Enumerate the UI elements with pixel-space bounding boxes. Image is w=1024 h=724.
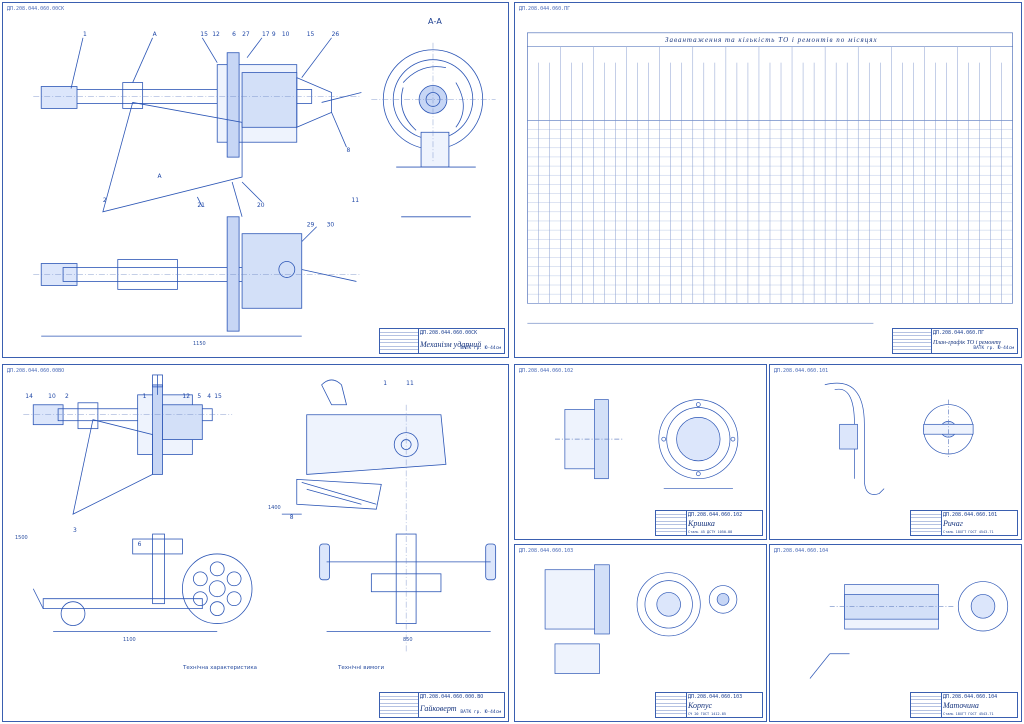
material-label: СЧ 20 ГОСТ 1412-85	[688, 712, 726, 716]
material-label: Сталь 18ХГТ ГОСТ 4543-71	[943, 712, 994, 716]
svg-text:15: 15	[214, 393, 222, 400]
sheet-corner-code: ДП.208.044.060.102	[519, 368, 574, 374]
svg-text:8: 8	[346, 147, 350, 154]
svg-text:1: 1	[83, 31, 87, 38]
svg-text:9: 9	[272, 31, 276, 38]
length-dimension: 1150	[193, 341, 206, 347]
sheet-corner-code: ДП.208.044.060.103	[519, 548, 574, 554]
sheet-corner-code: ДП.208.044.060.104	[774, 548, 829, 554]
svg-text:А: А	[153, 31, 158, 38]
title-block: ДП.208.044.060.103 Корпус СЧ 20 ГОСТ 141…	[655, 692, 763, 718]
svg-text:27: 27	[242, 31, 250, 38]
part-drawing-housing	[544, 564, 738, 674]
svg-text:А: А	[158, 173, 163, 180]
title-block: ДП.208.044.060.104 Маточина Сталь 18ХГТ …	[910, 692, 1018, 718]
svg-text:30: 30	[327, 222, 335, 229]
sheet-hub: ДП.208.044.060.104 ДП.208.044.060.104 Ма…	[769, 544, 1022, 722]
svg-text:5: 5	[197, 393, 201, 400]
svg-text:2: 2	[103, 197, 107, 204]
svg-text:15: 15	[307, 31, 315, 38]
svg-text:10: 10	[48, 393, 56, 400]
sheet-corner-code: ДП.208.044.060.00ВО	[7, 368, 65, 374]
svg-text:3: 3	[73, 527, 77, 534]
svg-text:12: 12	[212, 31, 220, 38]
overall-dimension: 1400	[268, 505, 281, 511]
drawing-name: Ричаг	[943, 519, 963, 528]
drawing-code: ДП.208.044.060.000.ВО	[420, 694, 484, 700]
drawing-name: Кришка	[688, 519, 715, 528]
svg-text:12: 12	[182, 393, 190, 400]
table-title: Завантаження та кількість ТО і ремонтів …	[665, 36, 878, 44]
height-dimension: 1500	[15, 535, 28, 541]
svg-text:29: 29	[307, 222, 315, 229]
title-block: ДП.208.044.060.00СК Механізм ударний ВАТ…	[379, 328, 505, 354]
svg-text:20: 20	[257, 202, 265, 209]
material-label: Сталь 45 ДСТУ 1050-88	[688, 530, 733, 534]
group-label: ВАТК гр. Ю-44см	[460, 710, 501, 715]
material-label: Сталь 18ХГТ ГОСТ 4543-71	[943, 530, 994, 534]
sheet-corner-code: ДП.208.044.060.ПГ	[519, 6, 571, 12]
drawing-code: ДП.208.044.060.00СК	[420, 330, 478, 336]
sheet-lever: ДП.208.044.060.101 ДП.208.044.060.101 Ри…	[769, 364, 1022, 540]
tech-requirements-title: Технічні вимоги	[338, 665, 385, 671]
svg-text:6: 6	[232, 31, 236, 38]
part-drawing-hub	[809, 581, 1009, 679]
section-label: А-А	[428, 17, 442, 26]
svg-text:10: 10	[282, 31, 290, 38]
title-block: ДП.208.044.060.000.ВО Гайковерт ВАТК гр.…	[379, 692, 505, 718]
drawing-code: ДП.208.044.060.103	[688, 694, 743, 700]
width-dimension: 1100	[123, 637, 136, 643]
title-block: ДП.208.044.060.102 Кришка Сталь 45 ДСТУ …	[655, 510, 763, 536]
svg-text:4: 4	[207, 393, 211, 400]
group-label: ВАТК гр. Ю-44см	[973, 346, 1014, 351]
svg-text:11: 11	[406, 380, 414, 387]
drawing-name: План-графік ТО і ремонту	[933, 340, 1002, 346]
drawing-code: ДП.208.044.060.101	[943, 512, 998, 518]
title-block: ДП.208.044.060.ПГ План-графік ТО і ремон…	[892, 328, 1018, 354]
svg-text:1: 1	[383, 380, 387, 387]
sheet-corner-code: ДП.208.044.060.00СК	[7, 6, 65, 12]
sheet-cover: ДП.208.044.060.102 ДП.208.044.060.102 Кр…	[514, 364, 767, 540]
svg-text:6: 6	[138, 541, 142, 548]
base-dimension: 850	[403, 637, 413, 643]
sheet-maintenance-schedule: ДП.208.044.060.ПГ Завантаження та кількі…	[514, 2, 1022, 358]
part-drawing-cover	[554, 399, 739, 489]
svg-text:15: 15	[200, 31, 208, 38]
sheet-corner-code: ДП.208.044.060.101	[774, 368, 829, 374]
svg-text:14: 14	[25, 393, 33, 400]
drawing-name: Гайковерт	[420, 704, 457, 713]
schedule-table-grid	[527, 32, 1013, 324]
svg-text:11: 11	[351, 197, 359, 204]
svg-text:2: 2	[65, 393, 69, 400]
group-label: ВАТК гр. Ю-44см	[460, 346, 501, 351]
drawing-code: ДП.208.044.060.104	[943, 694, 998, 700]
title-block: ДП.208.044.060.101 Ричаг Сталь 18ХГТ ГОС…	[910, 510, 1018, 536]
drawing-code: ДП.208.044.060.102	[688, 512, 743, 518]
svg-text:17: 17	[262, 31, 270, 38]
tech-characteristics-title: Технічна характеристика	[183, 665, 258, 671]
drawing-code: ДП.208.044.060.ПГ	[933, 330, 985, 336]
svg-text:1: 1	[143, 393, 147, 400]
part-drawing-lever	[824, 382, 974, 495]
drawing-name: Корпус	[688, 701, 713, 710]
svg-text:8: 8	[290, 514, 294, 521]
drawing-name: Механізм ударний	[420, 340, 482, 349]
sheet-housing: ДП.208.044.060.103 ДП.208.044.060.103 Ко…	[514, 544, 767, 722]
svg-text:21: 21	[197, 202, 205, 209]
svg-text:26: 26	[332, 31, 340, 38]
drawing-name: Маточина	[943, 701, 979, 710]
